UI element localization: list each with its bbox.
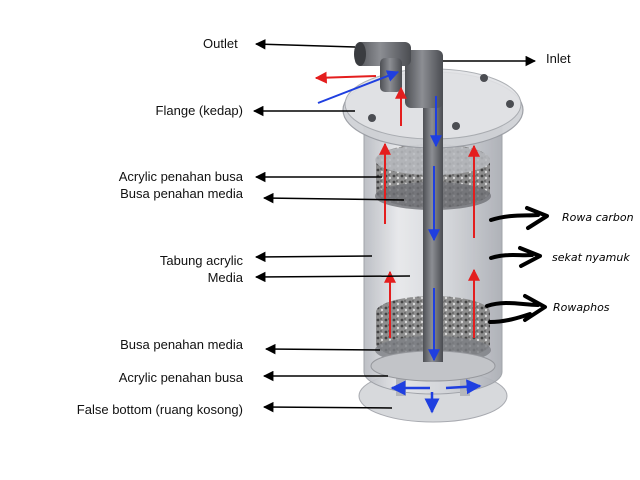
flow-arrow-down <box>317 70 400 104</box>
flange-bolt <box>480 74 488 82</box>
pointer-busa-top <box>262 192 405 204</box>
outlet-opening <box>354 42 366 66</box>
flange-bolt <box>506 100 514 108</box>
label-inlet: Inlet <box>546 51 571 66</box>
label-rowaphos: Rowaphos <box>553 301 610 314</box>
label-busa-top: Busa penahan media <box>120 186 244 201</box>
flow-arrow-down <box>445 379 482 395</box>
label-acrylic-bottom: Acrylic penahan busa <box>119 370 244 385</box>
pointer-false-bottom <box>262 401 393 413</box>
inlet-fitting <box>405 50 443 108</box>
hand-arrow-rowa-carbon <box>489 206 549 230</box>
handwritten-arrows <box>485 206 549 324</box>
labels: Outlet Inlet Flange (kedap) Acrylic pena… <box>77 36 634 417</box>
hand-arrow-rowaphos <box>485 294 547 324</box>
label-outlet: Outlet <box>203 36 238 51</box>
pointer-tabung <box>254 251 373 263</box>
flange-bolt <box>452 122 460 130</box>
pointer-busa-bottom <box>264 343 381 355</box>
label-false-bottom: False bottom (ruang kosong) <box>77 402 243 417</box>
hand-arrow-sekat-nyamuk <box>489 246 542 268</box>
pointer-media <box>254 271 411 283</box>
flow-arrow-up <box>314 71 377 84</box>
label-pointers <box>252 39 537 413</box>
flange-bolt <box>368 114 376 122</box>
label-busa-bottom: Busa penahan media <box>120 337 244 352</box>
label-sekat-nyamuk: sekat nyamuk <box>552 251 630 264</box>
label-tabung: Tabung acrylic <box>160 253 244 268</box>
flow-arrows <box>314 70 482 414</box>
label-acrylic-top: Acrylic penahan busa <box>119 169 244 184</box>
label-rowa-carbon: Rowa carbon <box>562 211 634 224</box>
false-bottom-leg <box>460 372 470 396</box>
label-media: Media <box>208 270 244 285</box>
label-flange: Flange (kedap) <box>156 103 243 118</box>
pointer-outlet <box>254 39 356 50</box>
